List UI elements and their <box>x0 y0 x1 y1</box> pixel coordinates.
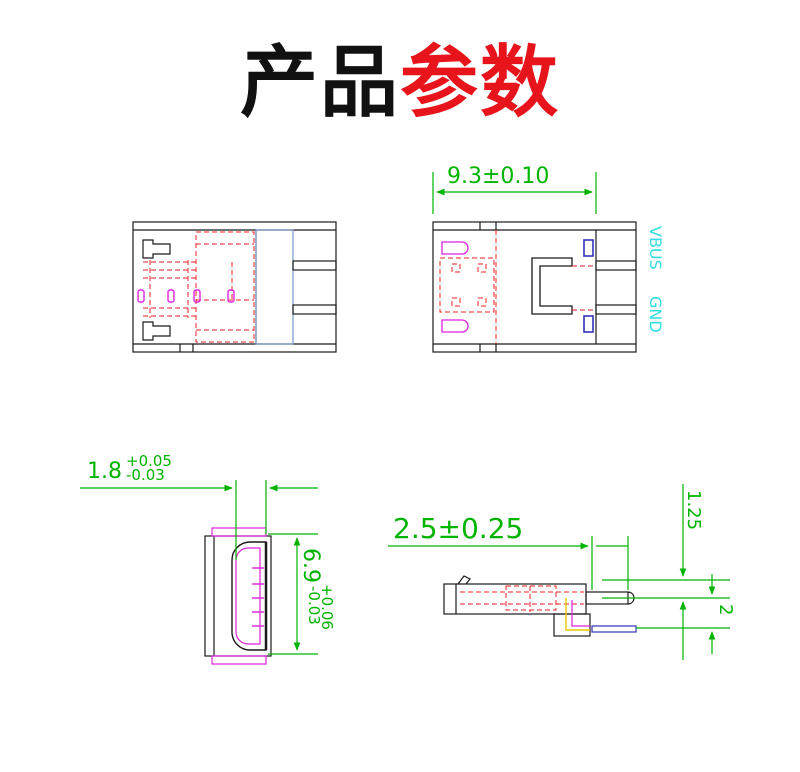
title-red-part: 参数 <box>400 38 561 128</box>
front-view <box>80 480 318 665</box>
width-dimension-label: 9.3±0.10 <box>447 164 549 189</box>
title-black-part: 产品 <box>239 38 400 128</box>
thickness-tol-lower: -0.03 <box>126 466 165 484</box>
pitch-dimension-label: 2 <box>715 604 736 615</box>
offset-dimension-label: 1.25 <box>683 490 704 530</box>
pin-label-vbus: VBUS <box>646 226 665 270</box>
front-contacts <box>252 567 264 627</box>
pin-bottom <box>292 304 337 315</box>
height-dim-main: 6.9 <box>298 548 323 583</box>
page-title: 产品参数 <box>0 38 800 128</box>
pin-label-gnd: GND <box>646 296 665 333</box>
top-view-pinout <box>432 172 637 353</box>
side-view <box>388 484 730 660</box>
height-tol-upper: +0.06 <box>318 584 336 630</box>
top-view <box>132 221 337 353</box>
length-dimension-label: 2.5±0.25 <box>393 512 523 545</box>
top-view-outline <box>132 221 337 353</box>
contacts <box>137 289 235 303</box>
thickness-dim-main: 1.8 <box>87 459 122 484</box>
thickness-tol-upper: +0.05 <box>126 452 172 470</box>
height-tol-lower: -0.03 <box>305 586 323 625</box>
pin-top <box>292 260 337 271</box>
